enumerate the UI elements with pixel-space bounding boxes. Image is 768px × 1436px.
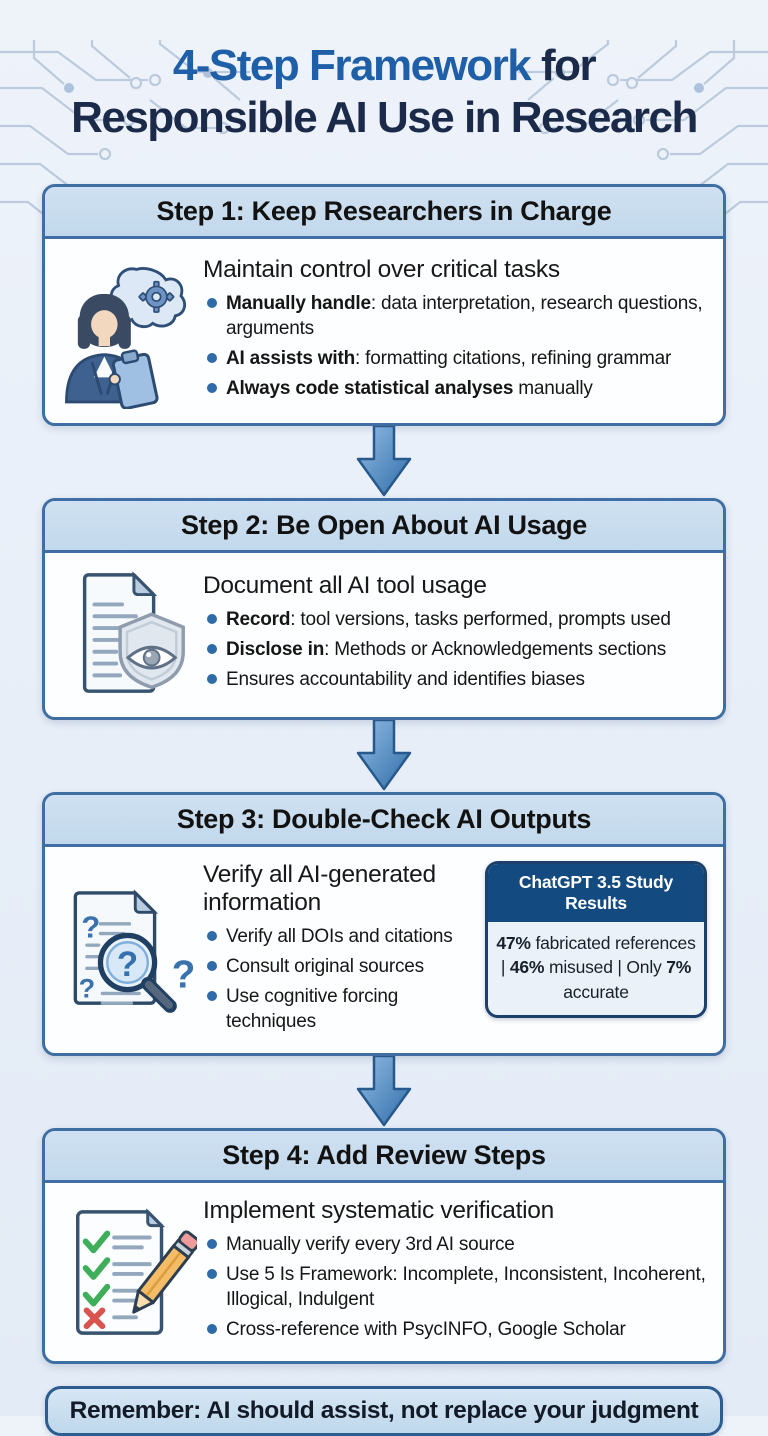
bullet-item: Use 5 Is Framework: Incomplete, Inconsis… (203, 1262, 709, 1312)
title-line2: Responsible AI Use in Research (71, 92, 698, 142)
step-3-header: Step 3: Double-Check AI Outputs (45, 794, 723, 847)
step-2-card: Step 2: Be Open About AI Usage (42, 497, 726, 720)
svg-text:?: ? (78, 973, 95, 1003)
step-3-bullets: Verify all DOIs and citations Consult or… (203, 924, 477, 1034)
bullet-item: Always code statistical analyses manuall… (203, 376, 709, 401)
bullet-item: Manually handle: data interpretation, re… (203, 291, 709, 341)
bullet-item: Use cognitive forcing techniques (203, 984, 477, 1034)
step-4-card: Step 4: Add Review Steps (42, 1128, 726, 1365)
study-results-title: ChatGPT 3.5 Study Results (488, 863, 704, 922)
checklist-pencil-icon (53, 1201, 203, 1341)
reminder-banner: Remember: AI should assist, not replace … (45, 1386, 723, 1436)
svg-text:?: ? (116, 945, 137, 984)
bullet-item: Ensures accountability and identifies bi… (203, 667, 709, 692)
step-4-header: Step 4: Add Review Steps (45, 1131, 723, 1184)
step-1-card: Step 1: Keep Researchers in Charge (42, 183, 726, 426)
page-title: 4-Step Framework for Responsible AI Use … (71, 41, 698, 142)
steps-stack: Step 1: Keep Researchers in Charge (0, 183, 768, 1436)
study-results-body: 47% fabricated references | 46% misused … (496, 932, 696, 1002)
step-1-header: Step 1: Keep Researchers in Charge (45, 186, 723, 239)
document-magnifier-question-icon: ? ? ? ? (53, 879, 203, 1019)
bullet-item: Consult original sources (203, 954, 477, 979)
step-2-bullets: Record: tool versions, tasks performed, … (203, 607, 709, 692)
step-1-subtitle: Maintain control over critical tasks (203, 255, 560, 283)
step-4-bullets: Manually verify every 3rd AI source Use … (203, 1232, 709, 1342)
step-3-card: Step 3: Double-Check AI Outputs ? (42, 791, 726, 1057)
study-results-callout: ChatGPT 3.5 Study Results 47% fabricated… (485, 860, 707, 1019)
researcher-thinking-icon (53, 251, 203, 409)
step-4-subtitle: Implement systematic verification (203, 1197, 554, 1225)
bullet-item: Record: tool versions, tasks performed, … (203, 607, 709, 632)
down-arrow-icon (0, 719, 768, 792)
step-3-subtitle: Verify all AI-generated information (203, 860, 436, 916)
step-1-bullets: Manually handle: data interpretation, re… (203, 291, 709, 401)
bullet-item: Disclose in: Methods or Acknowledgements… (203, 637, 709, 662)
svg-text:?: ? (81, 909, 100, 944)
title-accent: 4-Step Framework (172, 41, 532, 90)
bullet-item: Verify all DOIs and citations (203, 924, 477, 949)
bullet-item: AI assists with: formatting citations, r… (203, 346, 709, 371)
step-2-header: Step 2: Be Open About AI Usage (45, 500, 723, 553)
document-shield-eye-icon (53, 565, 203, 703)
bullet-item: Cross-reference with PsycINFO, Google Sc… (203, 1317, 709, 1342)
step-2-subtitle: Document all AI tool usage (203, 572, 487, 600)
down-arrow-icon (0, 1056, 768, 1128)
bullet-item: Manually verify every 3rd AI source (203, 1232, 709, 1257)
down-arrow-icon (0, 425, 768, 498)
svg-text:?: ? (171, 954, 195, 997)
